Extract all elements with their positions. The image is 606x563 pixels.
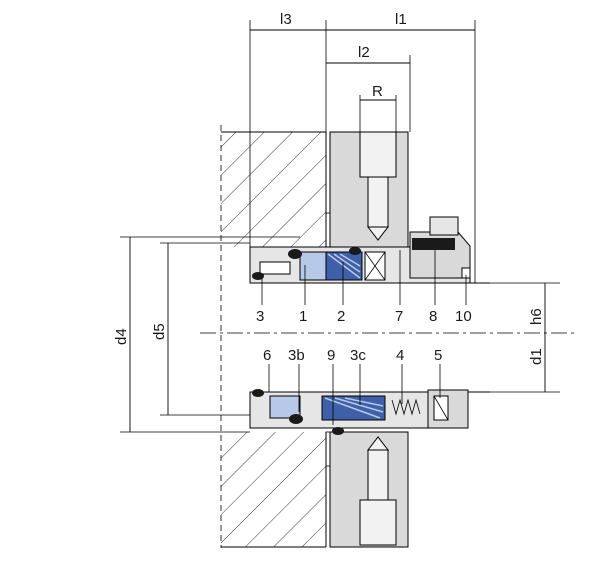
dimension-lines (120, 20, 560, 433)
part-label-7: 7 (395, 308, 403, 325)
part-label-6: 6 (263, 347, 271, 364)
dim-l2: l2 (358, 44, 370, 61)
leader-lines-bottom (268, 364, 441, 425)
part-label-9: 9 (327, 347, 335, 364)
part-label-5: 5 (434, 347, 442, 364)
seal-assembly-top (249, 216, 471, 284)
dim-d1: d1 (528, 348, 545, 365)
dim-r: R (372, 83, 383, 100)
part-label-4: 4 (396, 347, 404, 364)
seal-assembly-bottom (249, 389, 469, 435)
part-label-1: 1 (299, 308, 307, 325)
part-label-3c: 3c (350, 347, 366, 364)
part-label-10: 10 (455, 308, 472, 325)
shaft (200, 282, 575, 393)
part-label-3b: 3b (288, 347, 305, 364)
dim-d4: d4 (113, 328, 130, 345)
dim-h6: h6 (528, 308, 545, 325)
dim-l3: l3 (280, 11, 292, 28)
part-label-3: 3 (256, 308, 264, 325)
gland-plate (325, 131, 409, 548)
dim-l1: l1 (395, 11, 407, 28)
part-label-8: 8 (429, 308, 437, 325)
housing-wall (220, 125, 327, 548)
dim-d5: d5 (151, 323, 168, 340)
part-label-2: 2 (337, 308, 345, 325)
leader-lines-top (261, 250, 467, 305)
